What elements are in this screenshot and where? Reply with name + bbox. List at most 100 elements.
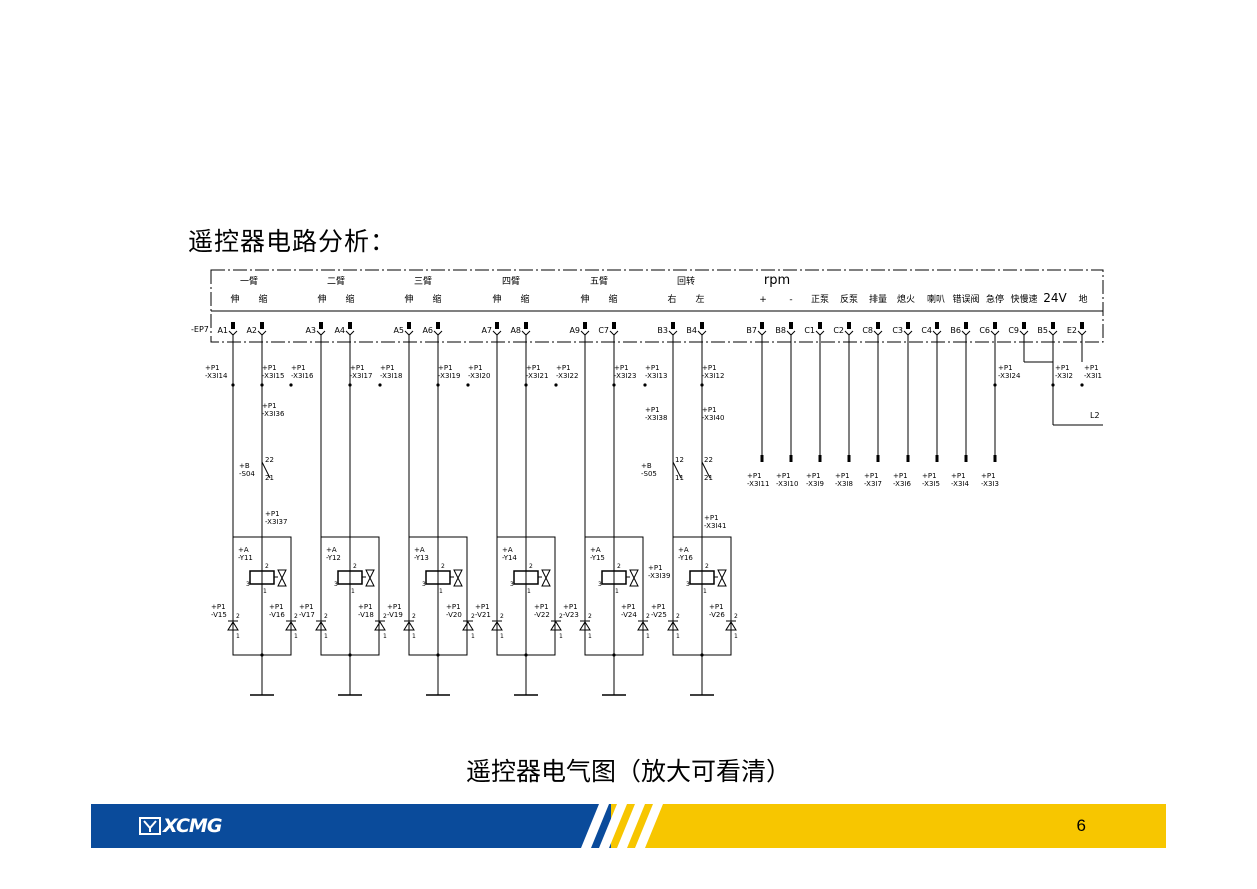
terminal-label: A7 bbox=[481, 326, 492, 335]
terminal-label: B6 bbox=[950, 326, 961, 335]
terminal-label: A8 bbox=[510, 326, 521, 335]
terminal-ref: +P1 bbox=[1055, 364, 1070, 372]
terminal-pin bbox=[993, 455, 997, 462]
switch-ref: +P1 bbox=[704, 514, 719, 522]
terminal-pin bbox=[1080, 322, 1084, 329]
switch-contact: 11 bbox=[675, 474, 684, 482]
valve-symbol bbox=[365, 569, 375, 587]
terminal-label: B8 bbox=[775, 326, 786, 335]
terminal-ref: -X3I1 bbox=[1084, 372, 1102, 380]
terminal-ref: +P1 bbox=[922, 472, 937, 480]
terminal-ref: +P1 bbox=[468, 364, 483, 372]
terminal-ref: +P1 bbox=[1084, 364, 1099, 372]
terminal-ref: -X3I14 bbox=[205, 372, 228, 380]
terminal-pin bbox=[319, 322, 323, 329]
terminal-label: C6 bbox=[979, 326, 990, 335]
valve-ref: +P1 bbox=[648, 564, 663, 572]
switch-contact: 22 bbox=[704, 456, 713, 464]
logo-text: XCMG bbox=[163, 815, 222, 837]
junction-dot bbox=[466, 383, 470, 387]
switch-ref: -S05 bbox=[641, 470, 657, 478]
diode-symbol bbox=[579, 621, 591, 631]
diode-ref: -V24 bbox=[621, 611, 637, 619]
terminal-ref: -X3I7 bbox=[864, 480, 882, 488]
terminal-arrow bbox=[345, 330, 355, 336]
terminal-pin bbox=[260, 322, 264, 329]
diode-ref: -V26 bbox=[709, 611, 725, 619]
header-sub-label: 缩 bbox=[345, 293, 354, 305]
terminal-ref: -X3I3 bbox=[981, 480, 999, 488]
diode-ref: -V20 bbox=[446, 611, 462, 619]
diode-pin: 2 bbox=[588, 613, 592, 620]
terminal-ref: -X3I4 bbox=[951, 480, 969, 488]
valve-pin: 3 bbox=[598, 581, 602, 588]
terminal-ref: -X3I40 bbox=[702, 414, 724, 422]
terminal-label: C9 bbox=[1008, 326, 1019, 335]
terminal-arrow bbox=[257, 330, 267, 336]
terminal-ref: -X3I21 bbox=[526, 372, 548, 380]
diode-pin: 2 bbox=[559, 613, 563, 620]
terminal-pin bbox=[906, 455, 910, 462]
terminal-label: C4 bbox=[921, 326, 932, 335]
terminal-arrow bbox=[844, 330, 854, 336]
terminal-label: B7 bbox=[746, 326, 757, 335]
terminal-arrow bbox=[580, 330, 590, 336]
junction-dot bbox=[378, 383, 382, 387]
valve-symbol bbox=[629, 569, 639, 587]
xcmg-emblem-icon bbox=[139, 817, 161, 835]
diode-ref: -V19 bbox=[387, 611, 403, 619]
line-label-l2: L2 bbox=[1090, 411, 1100, 420]
valve-ref: -Y16 bbox=[678, 554, 693, 562]
diode-pin: 1 bbox=[236, 633, 240, 640]
function-label: 排量 bbox=[869, 293, 887, 305]
function-label: 地 bbox=[1078, 293, 1087, 305]
terminal-pin bbox=[818, 322, 822, 329]
diode-pin: 2 bbox=[324, 613, 328, 620]
footer-stripes-decoration bbox=[581, 804, 663, 848]
diode-pin: 1 bbox=[646, 633, 650, 640]
terminal-ref: +P1 bbox=[645, 406, 660, 414]
switch-ref: -X3I41 bbox=[704, 522, 726, 530]
footer-blue-band bbox=[91, 804, 611, 848]
junction-dot bbox=[1080, 383, 1084, 387]
diode-symbol bbox=[462, 621, 474, 631]
terminal-ref: -X3I15 bbox=[262, 372, 284, 380]
terminal-ref: -X3I10 bbox=[776, 480, 798, 488]
terminal-label: A1 bbox=[217, 326, 228, 335]
terminal-ref: -X3I8 bbox=[835, 480, 853, 488]
connector-label: -EP7 bbox=[191, 325, 209, 334]
terminal-pin bbox=[407, 322, 411, 329]
valve-ref: +A bbox=[678, 546, 689, 554]
valve-pin: 3 bbox=[686, 581, 690, 588]
terminal-label: A4 bbox=[334, 326, 345, 335]
terminal-arrow bbox=[492, 330, 502, 336]
controller-frame bbox=[210, 269, 1104, 343]
valve-pin: 2 bbox=[265, 563, 269, 570]
terminal-pin bbox=[876, 455, 880, 462]
switch-contact: 21 bbox=[704, 474, 713, 482]
diode-ref: +P1 bbox=[534, 603, 549, 611]
terminal-ref: -X3I11 bbox=[747, 480, 769, 488]
footer-bar: XCMG 6 bbox=[91, 804, 1166, 848]
header-sub-label: 伸 bbox=[230, 293, 239, 305]
terminal-pin bbox=[671, 322, 675, 329]
terminal-pin bbox=[964, 455, 968, 462]
header-sub-label: 伸 bbox=[492, 293, 501, 305]
terminal-pin bbox=[1022, 322, 1026, 329]
valve-ref: -Y13 bbox=[414, 554, 429, 562]
terminal-arrow bbox=[903, 330, 913, 336]
diode-ref: +P1 bbox=[446, 603, 461, 611]
junction-dot bbox=[348, 383, 352, 387]
terminal-arrow bbox=[873, 330, 883, 336]
junction-dot bbox=[612, 383, 616, 387]
terminal-ref: +P1 bbox=[291, 364, 306, 372]
valve-pin: 1 bbox=[703, 588, 707, 595]
diode-ref: +P1 bbox=[563, 603, 578, 611]
valve-pin: 2 bbox=[705, 563, 709, 570]
terminal-label: C2 bbox=[833, 326, 844, 335]
terminal-label: C3 bbox=[892, 326, 903, 335]
terminal-label: C8 bbox=[862, 326, 873, 335]
valve-ref: +A bbox=[414, 546, 425, 554]
valve-symbol bbox=[541, 569, 551, 587]
terminal-ref: +P1 bbox=[835, 472, 850, 480]
